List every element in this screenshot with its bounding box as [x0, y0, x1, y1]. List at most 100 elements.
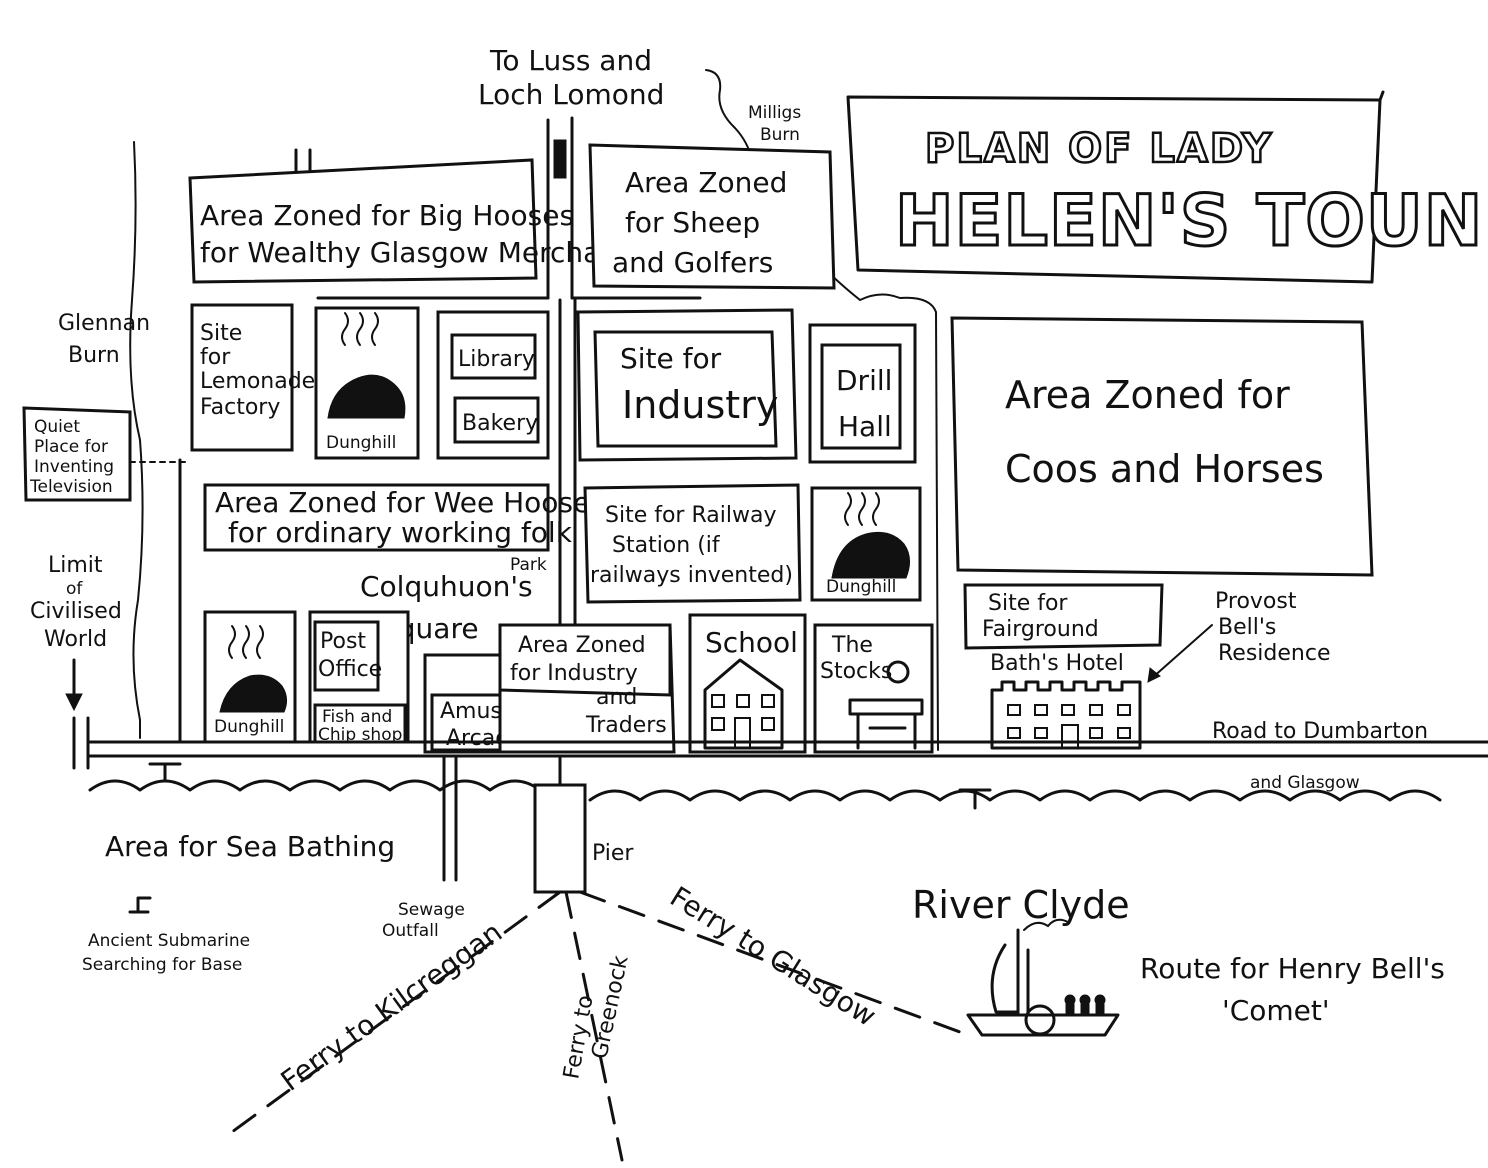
television-line1: Quiet — [34, 417, 80, 437]
drill-hall-line1: Drill — [836, 364, 892, 397]
comet-route-note: Route for Henry Bell's 'Comet' — [1140, 952, 1445, 1027]
zone-railway-station: Site for Railway Station (if railways in… — [583, 483, 802, 604]
television-line3: Inventing — [34, 457, 114, 477]
shoreline-waves — [88, 779, 1442, 802]
railway-line3: railways invented) — [590, 563, 793, 588]
zone-post-office: Post Office Fish and Chip shop — [308, 610, 410, 745]
industry-traders-line1: Area Zoned — [518, 633, 646, 658]
limit-marker: Limit of Civilised World — [30, 553, 122, 770]
stocks-icon — [848, 660, 924, 750]
submarine-line1: Ancient Submarine — [88, 931, 250, 951]
park-label: Park — [510, 555, 547, 575]
industry-site-line1: Site for — [620, 342, 722, 375]
zone-dunghill-3: Dunghill — [203, 610, 297, 744]
big-hooses-line2: for Wealthy Glasgow Merchants — [200, 236, 644, 269]
provost-line2: Bell's — [1218, 615, 1276, 640]
comet-line2: 'Comet' — [1222, 994, 1330, 1027]
baths-hotel-label: Bath's Hotel — [990, 651, 1124, 676]
school-icon — [703, 658, 784, 750]
zone-baths-hotel: Bath's Hotel — [990, 651, 1142, 750]
ferry-routes: Ferry to Kilcreggan Ferry to Greenock Fe… — [230, 880, 962, 1162]
ferry-route-glasgow — [578, 890, 962, 1034]
zone-stocks: The Stocks — [813, 623, 934, 754]
main-road: Road to Dumbarton and Glasgow — [88, 719, 1488, 810]
wee-hooses-line2: for ordinary working folk — [228, 516, 573, 549]
ferry-route-greenock — [564, 890, 624, 1162]
submarine: Ancient Submarine Searching for Base — [82, 896, 250, 975]
stocks-line1: The — [831, 633, 873, 658]
road-east-line2: and Glasgow — [1250, 773, 1360, 793]
big-hooses-line1: Area Zoned for Big Hooses — [200, 199, 574, 232]
sewage-line1: Sewage — [398, 900, 465, 920]
fairground-line2: Fairground — [982, 617, 1099, 642]
limit-line3: Civilised — [30, 599, 122, 624]
railway-line1: Site for Railway — [605, 503, 776, 528]
stocks-line2: Stocks — [820, 659, 892, 684]
provost-note: Provost Bell's Residence — [1147, 589, 1330, 683]
provost-arrow — [1151, 624, 1213, 679]
sheep-golfers-line3: and Golfers — [612, 246, 773, 279]
industry-traders-line2: for Industry — [510, 661, 638, 686]
hotel-icon — [990, 680, 1142, 750]
television-line2: Place for — [34, 437, 108, 457]
lemonade-line4: Factory — [200, 395, 280, 420]
industry-traders-line3: and — [596, 685, 637, 710]
dunghill-2-label: Dunghill — [826, 577, 896, 597]
zone-fairground: Site for Fairground — [963, 583, 1164, 650]
glennan-burn: Glennan Burn — [58, 141, 150, 739]
milligs-burn-label-line2: Burn — [760, 125, 800, 145]
comet-line1: Route for Henry Bell's — [1140, 952, 1445, 985]
wee-hooses-line1: Area Zoned for Wee Hooses — [215, 486, 605, 519]
limit-line2: of — [66, 579, 83, 599]
submarine-line2: Searching for Base — [82, 955, 242, 975]
road-east-line1: Road to Dumbarton — [1212, 719, 1428, 744]
fairground-line1: Site for — [988, 591, 1068, 616]
colquhuons-square: Colquhuon's Square — [360, 570, 533, 645]
sea-bathing-label: Area for Sea Bathing — [105, 830, 395, 863]
sheep-golfers-line1: Area Zoned — [625, 166, 787, 199]
zone-school: School — [688, 613, 807, 754]
television-line4: Television — [29, 477, 113, 497]
zone-dunghill-1: Dunghill — [314, 306, 420, 460]
dunghill-1-label: Dunghill — [326, 433, 396, 453]
north-road-label-line2: Loch Lomond — [478, 78, 664, 111]
zone-sheep-golfers: Area Zoned for Sheep and Golfers — [588, 143, 836, 290]
lemonade-line1: Site — [200, 321, 242, 346]
limit-line1: Limit — [48, 553, 103, 578]
school-label: School — [705, 626, 798, 659]
pier: Pier — [533, 754, 634, 894]
zone-big-hooses: Area Zoned for Big Hooses for Wealthy Gl… — [188, 158, 644, 284]
lemonade-line2: for — [200, 345, 231, 370]
title-line2: HELEN'S TOUN — [895, 180, 1483, 262]
sheep-golfers-line2: for Sheep — [625, 206, 760, 239]
ferry-kilcreggan-label: Ferry to Kilcreggan — [275, 915, 509, 1097]
zone-dunghill-2: Dunghill — [810, 486, 922, 602]
zone-coos-horses: Area Zoned for Coos and Horses — [950, 316, 1374, 577]
title-banner: PLAN OF LADY HELEN'S TOUN — [846, 90, 1484, 284]
pier-label: Pier — [592, 841, 634, 866]
fish-chip-line2: Chip shop — [318, 725, 402, 745]
bakery-label: Bakery — [462, 411, 538, 436]
north-road-label-line1: To Luss and — [489, 44, 652, 77]
railway-line2: Station (if — [612, 533, 721, 558]
zone-industry-site: Site for Industry — [576, 308, 798, 462]
zone-lemonade-factory: Site for Lemonade Factory — [190, 303, 315, 452]
industry-traders-line4: Traders — [585, 713, 667, 738]
provost-line1: Provost — [1215, 589, 1297, 614]
post-office-line2: Office — [318, 657, 382, 682]
ferry-route-kilcreggan — [230, 890, 562, 1134]
zone-drill-hall: Drill Hall — [808, 323, 917, 464]
glennan-burn-label-line2: Burn — [68, 343, 120, 368]
sewage-line2: Outfall — [382, 921, 439, 941]
river-clyde-label: River Clyde — [912, 883, 1130, 927]
lemonade-line3: Lemonade — [200, 369, 315, 394]
dunghill-3-label: Dunghill — [214, 717, 284, 737]
industry-site-line2: Industry — [622, 383, 778, 427]
sewage-outfall: Sewage Outfall — [382, 754, 465, 941]
post-office-line1: Post — [320, 629, 366, 654]
coos-horses-line2: Coos and Horses — [1005, 447, 1324, 491]
library-label: Library — [458, 347, 535, 372]
title-line1: PLAN OF LADY — [925, 126, 1273, 172]
north-road: To Luss and Loch Lomond — [478, 44, 664, 300]
